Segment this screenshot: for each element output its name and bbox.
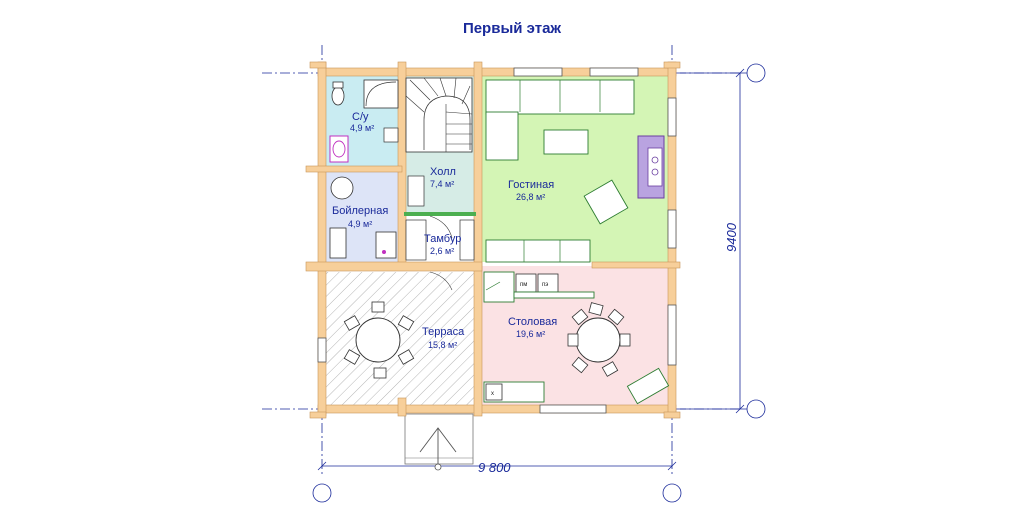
kitchen-furniture: пм пэ х (483, 271, 670, 405)
axis-marker-bottom-right-2 (662, 483, 682, 503)
width-dimension-label: 9 800 (478, 460, 511, 475)
staircase (405, 77, 475, 291)
shower (363, 79, 399, 109)
room-area-hall: 7,4 м² (430, 179, 454, 189)
fridge-label: х (491, 391, 494, 397)
axis-marker-bottom-right (746, 399, 766, 419)
room-labels: С/у 4,9 м² Бойлерная 4,9 м² Холл 7,4 м² … (332, 111, 557, 350)
room-area-bath: 4,9 м² (350, 123, 374, 133)
dishwasher-label: пм (520, 282, 527, 288)
bathroom-fixtures (329, 79, 399, 163)
windows (317, 67, 677, 414)
page-title: Первый этаж (462, 20, 562, 37)
terrace-table (355, 317, 401, 363)
toilet-icon (331, 86, 345, 106)
room-area-terrace: 15,8 м² (428, 340, 457, 350)
axis-marker-bottom-left (312, 483, 332, 503)
room-name-boiler: Бойлерная (332, 205, 388, 217)
room-name-bath: С/у (352, 111, 369, 123)
dining-table (575, 317, 621, 363)
terrace-table-group (343, 301, 415, 379)
boiler-tank-icon (330, 176, 354, 200)
room-name-living: Гостиная (508, 179, 554, 191)
room-name-vestibule: Тамбур (424, 233, 461, 245)
axis-marker-top-right (746, 63, 766, 83)
room-name-hall: Холл (430, 166, 456, 178)
boiler-fixtures (329, 176, 397, 259)
room-area-boiler: 4,9 м² (348, 219, 372, 229)
room-name-terrace: Терраса (422, 326, 465, 338)
height-dimension-label: 9400 (724, 222, 739, 252)
stove-label: пэ (542, 282, 548, 288)
living-furniture (485, 79, 665, 263)
porch-steps (404, 413, 474, 465)
dimension-lines: 9 800 9400 (312, 63, 766, 503)
room-area-dining: 19,6 м² (516, 329, 545, 339)
room-area-living: 26,8 м² (516, 192, 545, 202)
room-area-vestibule: 2,6 м² (430, 246, 454, 256)
terrace-floor (326, 272, 476, 406)
room-name-dining: Столовая (508, 316, 557, 328)
dining-table-group (567, 302, 631, 377)
